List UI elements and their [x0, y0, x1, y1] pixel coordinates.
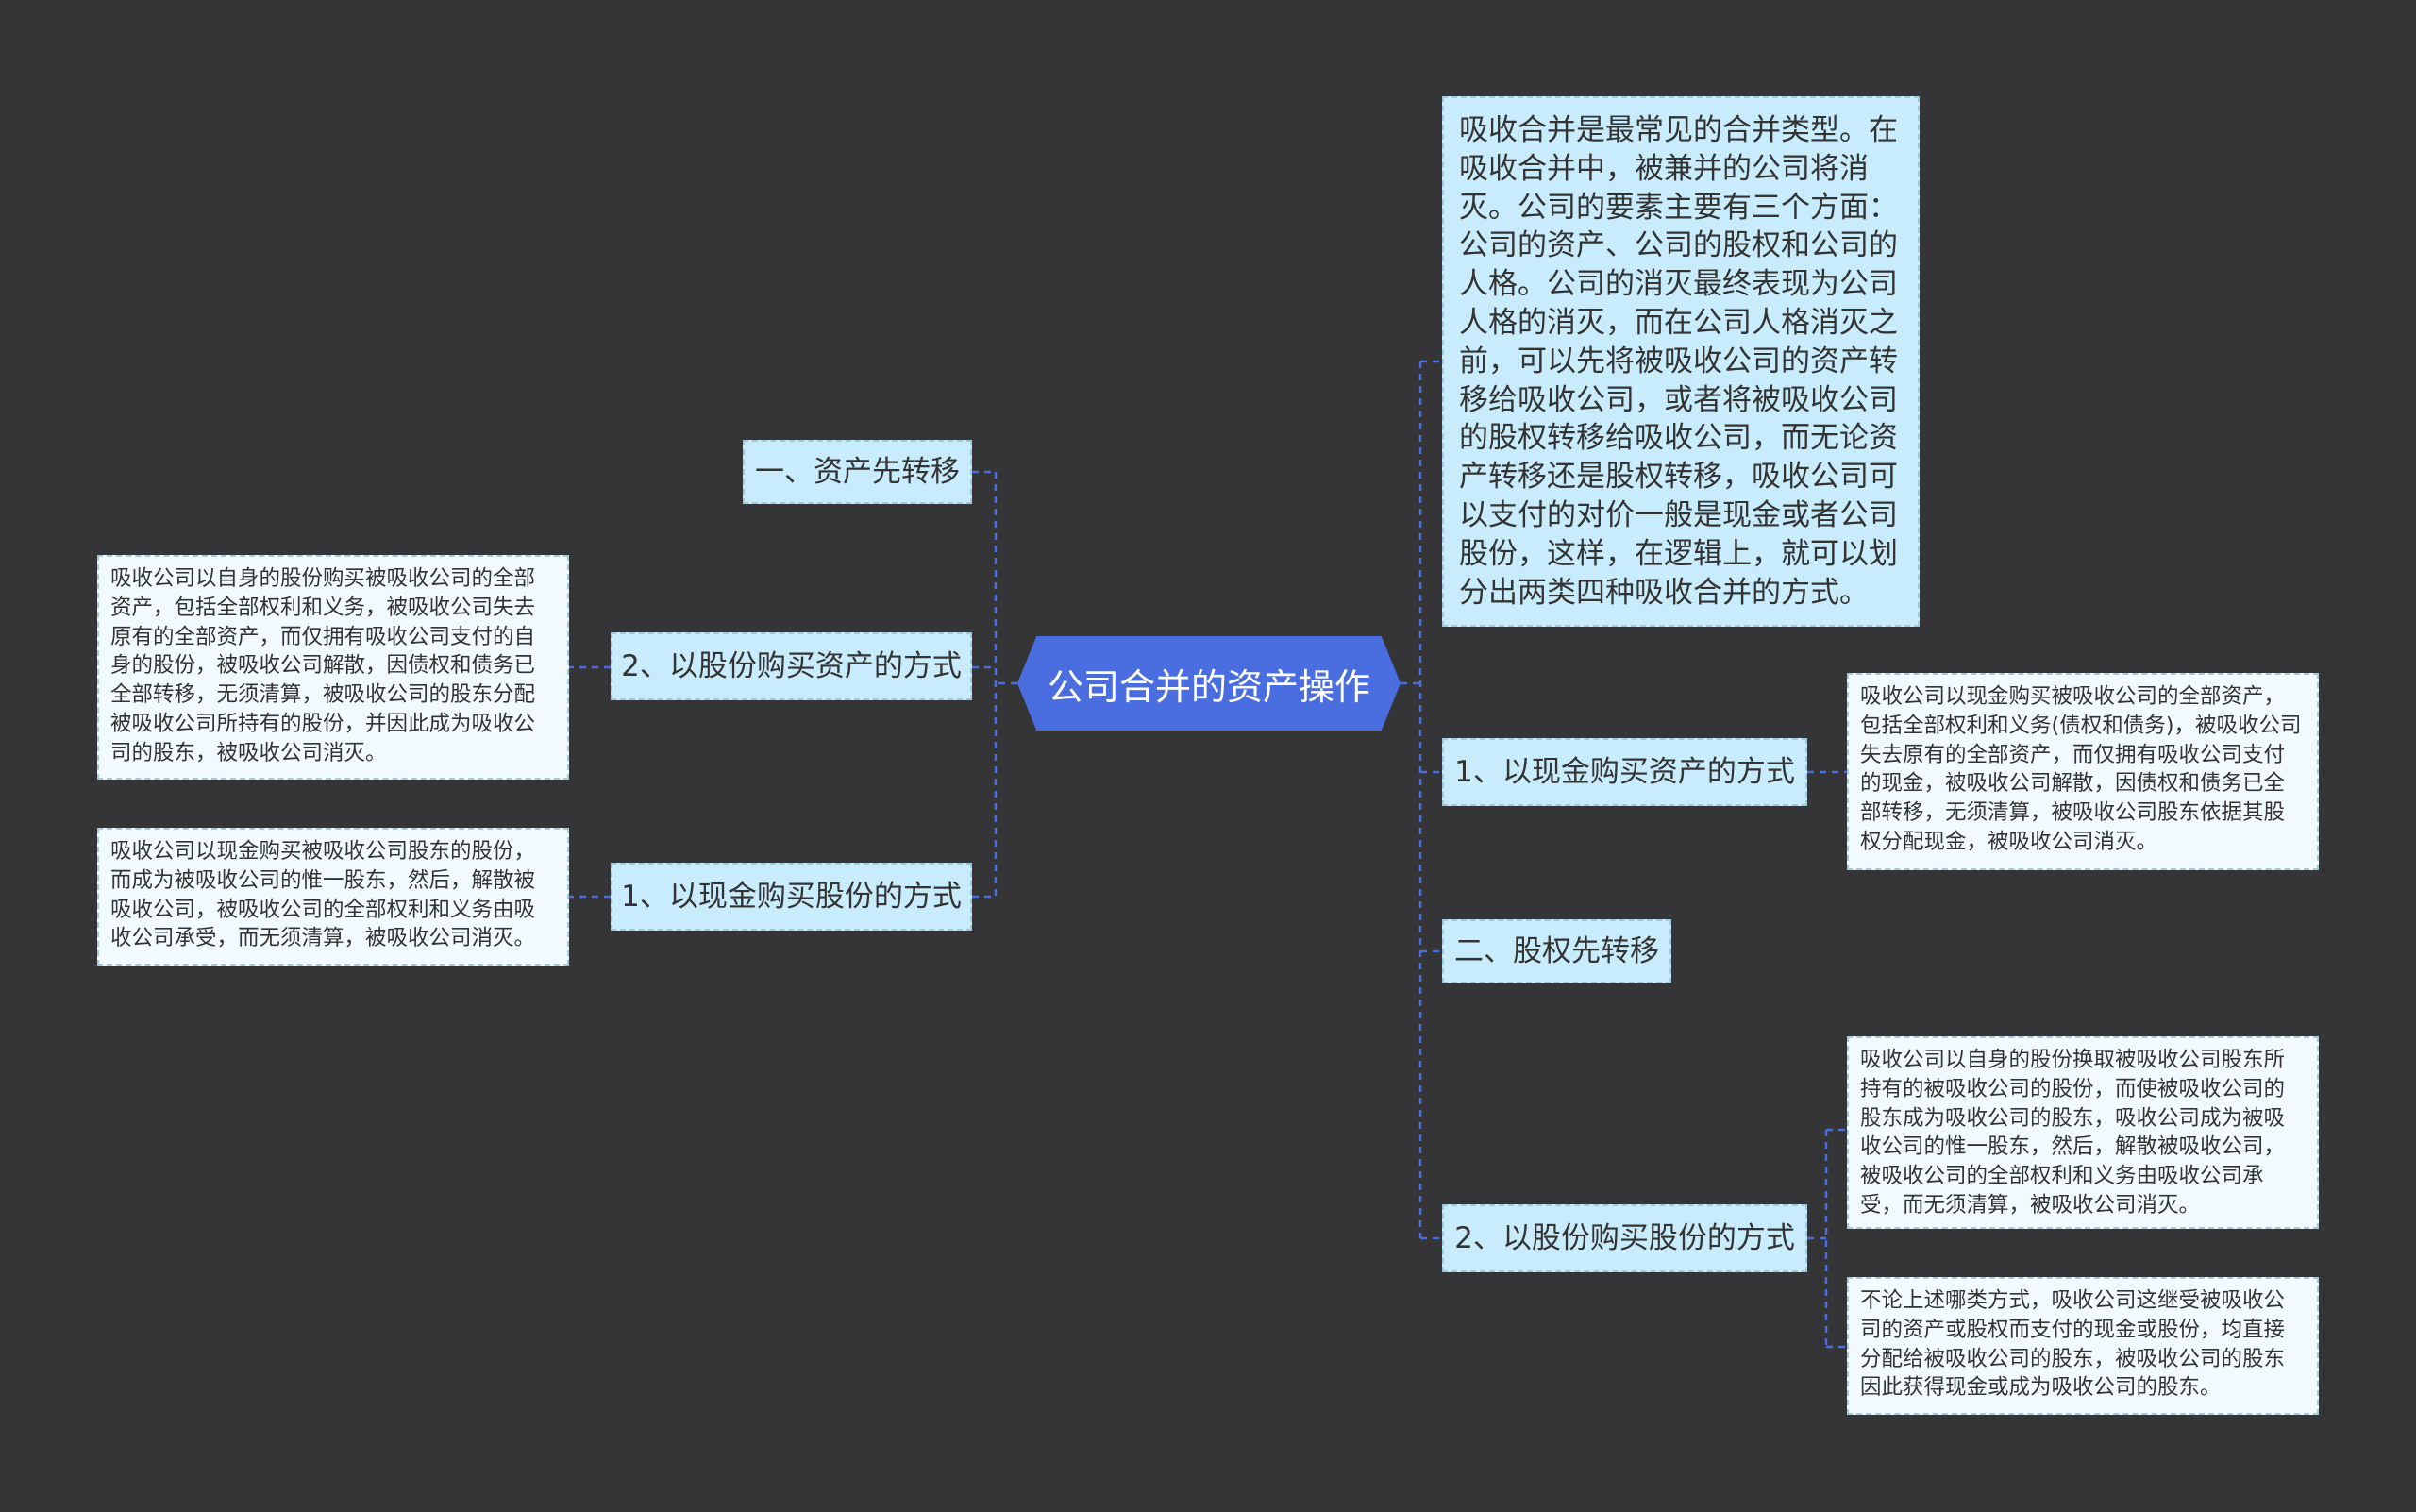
leaf-stock-for-assets-text: 吸收公司以自身的股份购买被吸收公司的全部资产，包括全部权利和义务，被吸收公司失去…: [110, 566, 536, 765]
branch-cash-for-shares[interactable]: 1、以现金购买股份的方式: [611, 863, 972, 931]
connector-right-trunk: [1401, 360, 1442, 1240]
branch-stock-for-shares[interactable]: 2、以股份购买股份的方式: [1442, 1204, 1807, 1272]
leaf-stock-for-shares-detail2[interactable]: 不论上述哪类方式，吸收公司这继受被吸收公司的资产或股权而支付的现金或股份，均直接…: [1847, 1277, 2319, 1415]
branch-asset-first[interactable]: 一、资产先转移: [743, 440, 972, 504]
branch-stock-for-assets-label: 2、以股份购买资产的方式: [621, 649, 962, 683]
leaf-stock-for-shares-text2: 不论上述哪类方式，吸收公司这继受被吸收公司的资产或股权而支付的现金或股份，均直接…: [1860, 1288, 2286, 1401]
branch-asset-first-label: 一、资产先转移: [755, 455, 960, 489]
leaf-stock-for-assets-detail[interactable]: 吸收公司以自身的股份购买被吸收公司的全部资产，包括全部权利和义务，被吸收公司失去…: [97, 555, 569, 780]
leaf-cash-for-shares-detail[interactable]: 吸收公司以现金购买被吸收公司股东的股份，而成为被吸收公司的惟一股东，然后，解散被…: [97, 828, 569, 966]
branch-equity-first-label: 二、股权先转移: [1454, 934, 1659, 968]
branch-equity-first[interactable]: 二、股权先转移: [1442, 919, 1671, 983]
leaf-stock-for-shares-text1: 吸收公司以自身的股份换取被吸收公司股东所持有的被吸收公司的股份，而使被吸收公司的…: [1860, 1048, 2286, 1218]
leaf-cash-for-assets-text: 吸收公司以现金购买被吸收公司的全部资产，包括全部权利和义务(债权和债务)，被吸收…: [1860, 684, 2302, 854]
branch-cash-for-assets-label: 1、以现金购买资产的方式: [1454, 755, 1795, 789]
branch-stock-for-shares-label: 2、以股份购买股份的方式: [1454, 1221, 1795, 1255]
intro-text: 吸收合并是最常见的合并类型。在吸收合并中，被兼并的公司将消灭。公司的要素主要有三…: [1459, 113, 1898, 610]
central-topic-label: 公司合并的资产操作: [1047, 665, 1370, 708]
branch-stock-for-assets[interactable]: 2、以股份购买资产的方式: [611, 632, 972, 700]
branch-cash-for-assets[interactable]: 1、以现金购买资产的方式: [1442, 738, 1807, 806]
central-topic[interactable]: 公司合并的资产操作: [1017, 636, 1401, 731]
leaf-cash-for-assets-detail[interactable]: 吸收公司以现金购买被吸收公司的全部资产，包括全部权利和义务(债权和债务)，被吸收…: [1847, 673, 2319, 870]
branch-cash-for-shares-label: 1、以现金购买股份的方式: [621, 880, 962, 914]
leaf-cash-for-shares-text: 吸收公司以现金购买被吸收公司股东的股份，而成为被吸收公司的惟一股东，然后，解散被…: [110, 839, 536, 951]
connector-left-trunk: [972, 470, 1017, 899]
connector-right-leaf23: [1807, 1128, 1847, 1349]
leaf-stock-for-shares-detail1[interactable]: 吸收公司以自身的股份换取被吸收公司股东所持有的被吸收公司的股份，而使被吸收公司的…: [1847, 1036, 2319, 1229]
intro-text-box[interactable]: 吸收合并是最常见的合并类型。在吸收合并中，被兼并的公司将消灭。公司的要素主要有三…: [1442, 96, 1920, 627]
